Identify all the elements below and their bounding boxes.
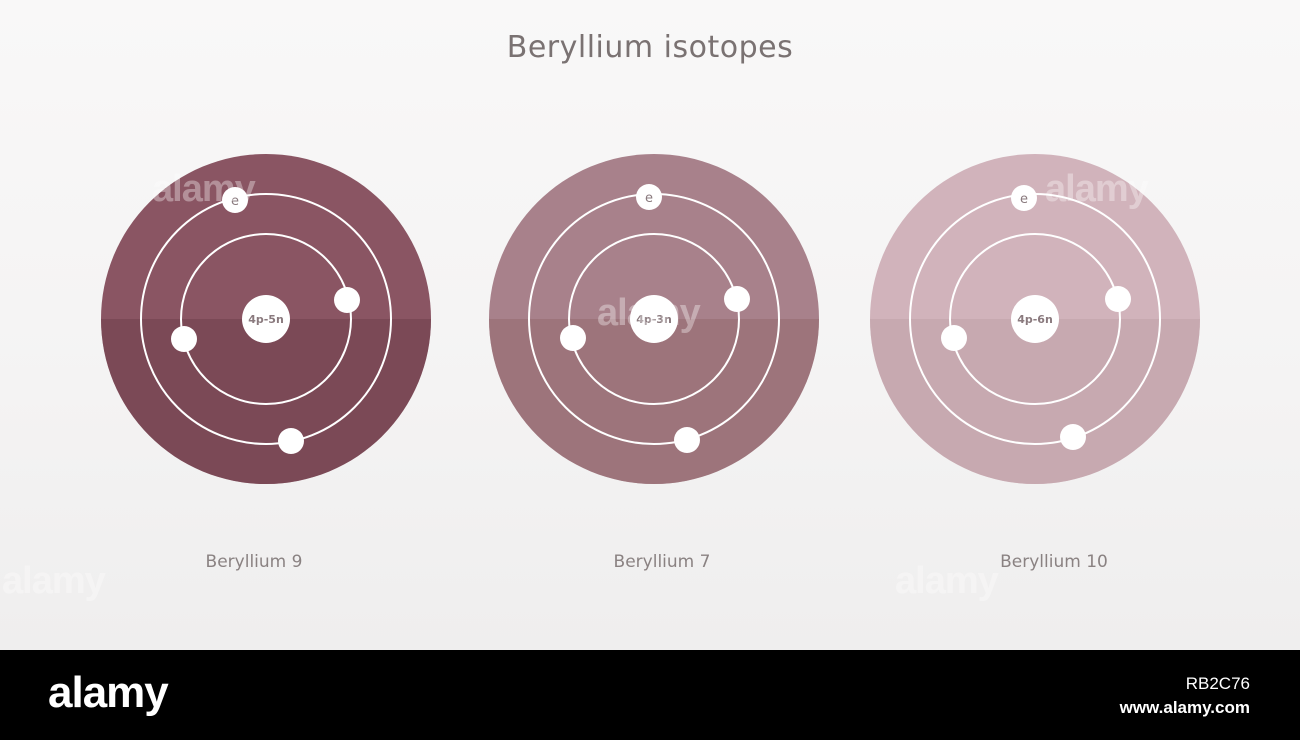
electron — [1011, 185, 1037, 211]
inner-orbit — [949, 233, 1121, 405]
electron — [674, 427, 700, 453]
site-url: www.alamy.com — [1119, 698, 1250, 717]
brand-logo: alamy — [48, 668, 169, 717]
electron — [278, 428, 304, 454]
electron-label: e — [231, 194, 239, 209]
atom-diagram: 4p-3n e — [489, 154, 819, 484]
inner-orbit — [180, 233, 352, 405]
outer-orbit — [140, 193, 392, 445]
atom-beryllium-7: 4p-3n e — [487, 152, 821, 486]
atom-lower-shade — [489, 319, 819, 484]
electron-label: e — [1020, 192, 1028, 207]
atom-lower-shade — [101, 319, 431, 484]
electron — [724, 286, 750, 312]
atom-caption: Beryllium 7 — [613, 552, 711, 572]
electron — [941, 325, 967, 351]
nucleus — [1011, 295, 1059, 343]
electron — [560, 325, 586, 351]
atom-beryllium-10: 4p-6n e — [868, 152, 1202, 486]
atom-diagram: 4p-6n e — [870, 154, 1200, 484]
image-id: RB2C76 — [1185, 674, 1250, 693]
electron — [636, 184, 662, 210]
atom-caption: Beryllium 10 — [1000, 552, 1108, 572]
nucleus — [242, 295, 290, 343]
electron-label: e — [645, 191, 653, 206]
inner-orbit — [568, 233, 740, 405]
nucleus-label: 4p-3n — [636, 313, 672, 326]
electron — [171, 326, 197, 352]
page-title: Beryllium isotopes — [506, 30, 794, 65]
electron — [222, 187, 248, 213]
footer-bar — [0, 650, 1300, 740]
atom-caption: Beryllium 9 — [205, 552, 303, 572]
nucleus — [630, 295, 678, 343]
electron — [1105, 286, 1131, 312]
atom-lower-shade — [870, 319, 1200, 484]
electron — [334, 287, 360, 313]
nucleus-label: 4p-5n — [248, 313, 284, 326]
electron — [1060, 424, 1086, 450]
atom-diagram: 4p-5n e — [101, 154, 431, 484]
atom-beryllium-9: 4p-5n e — [99, 152, 433, 486]
nucleus-label: 4p-6n — [1017, 313, 1053, 326]
